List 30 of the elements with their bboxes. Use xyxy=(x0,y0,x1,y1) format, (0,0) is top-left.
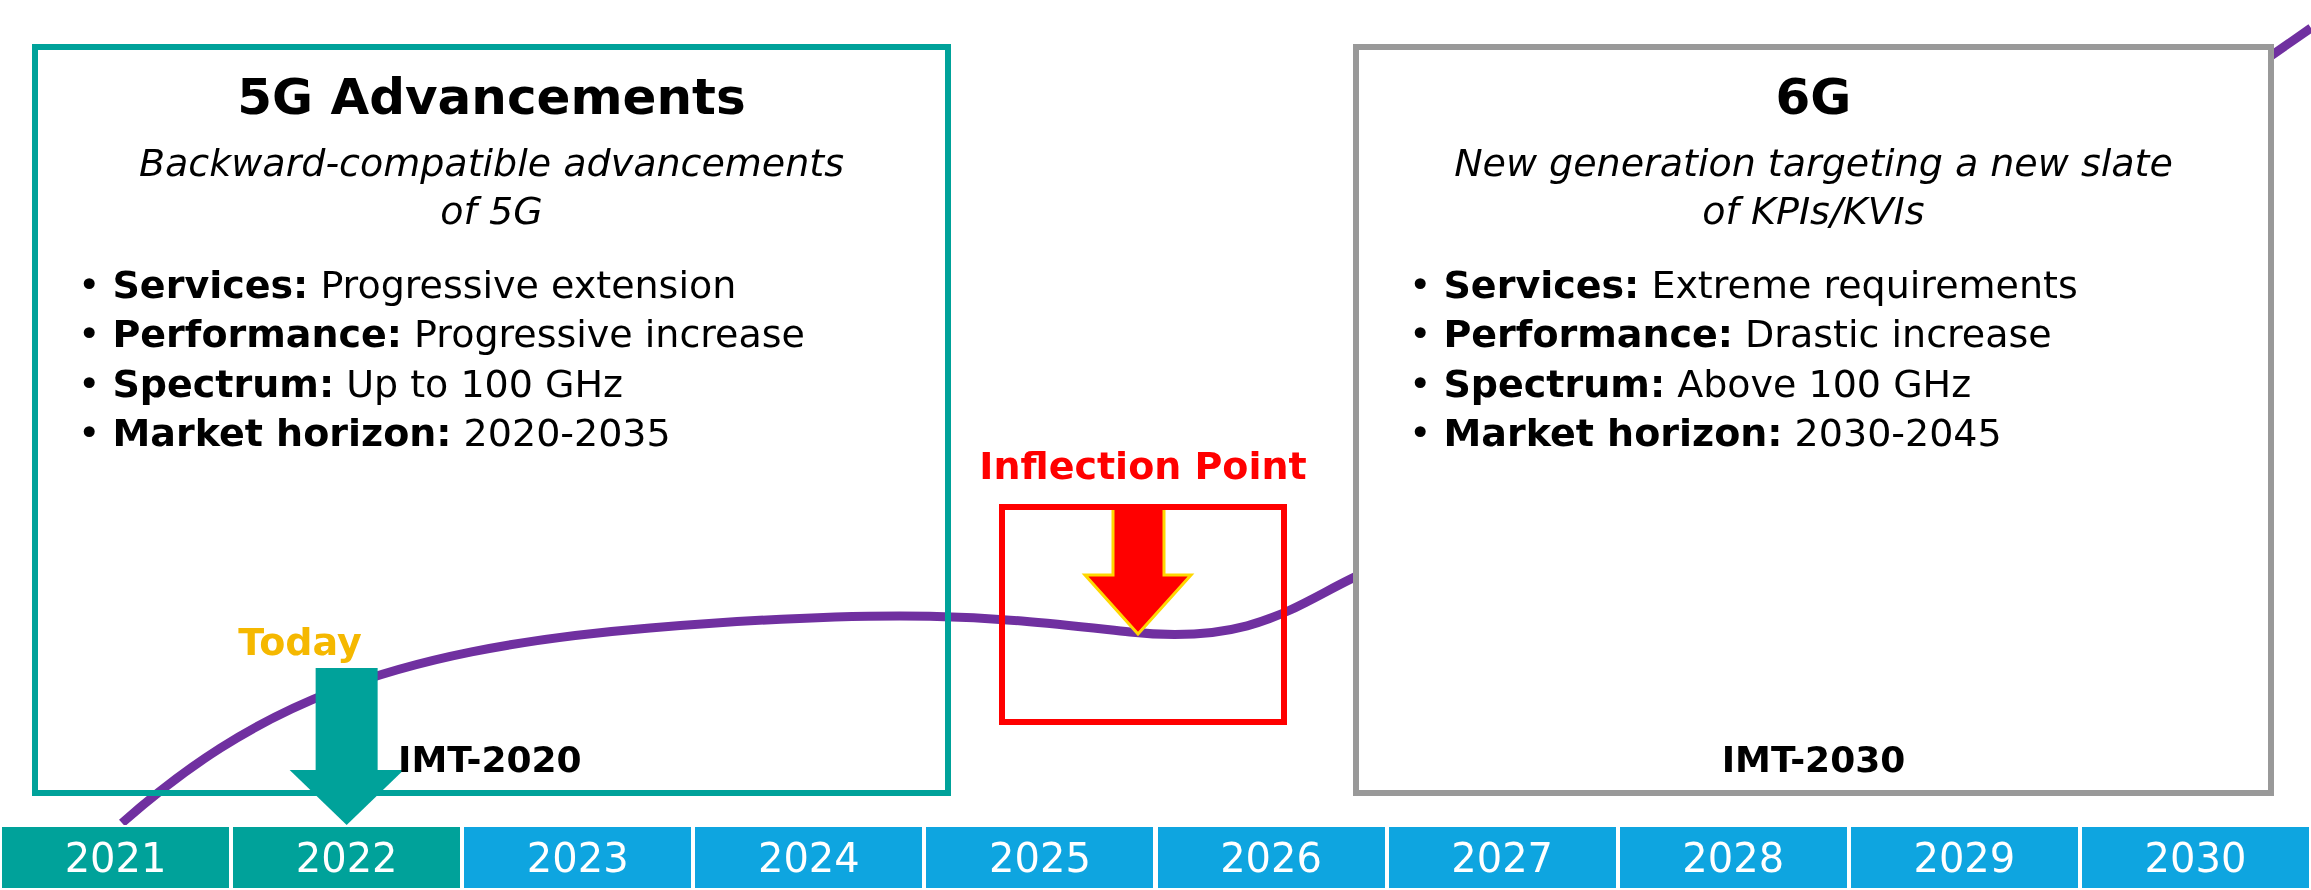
year-cell: 2025 xyxy=(924,825,1156,890)
standard-label: IMT-2030 xyxy=(1720,739,1907,780)
bullet-item: • Services: Progressive extension xyxy=(78,262,738,309)
panel-subtitle: New generation targeting a new slate of KPIs/KVIs xyxy=(1453,140,2174,235)
generation-panel xyxy=(32,44,951,796)
bullet-item: • Performance: Progressive increase xyxy=(78,311,806,359)
year-cell: 2023 xyxy=(462,825,694,890)
panel-subtitle: Backward-compatible advancements of 5G xyxy=(138,140,845,235)
bullet-item: • Spectrum: Up to 100 GHz xyxy=(78,360,625,408)
year-cell: 2022 xyxy=(231,825,463,890)
panel-title: 6G xyxy=(1775,68,1852,126)
year-cell: 2029 xyxy=(1848,825,2080,890)
arrow xyxy=(289,668,404,825)
year-cell: 2021 xyxy=(0,825,232,890)
heading-label: Inflection Point xyxy=(978,444,1308,488)
panel-title: 5G Advancements xyxy=(237,68,746,126)
bullet-item: • Spectrum: Above 100 GHz xyxy=(1409,360,1973,408)
bullet-item: • Market horizon: 2030-2045 xyxy=(1409,410,2003,458)
year-cell: 2026 xyxy=(1155,825,1387,890)
bullet-item: • Services: Extreme requirements xyxy=(1409,262,2079,309)
bullet-item: • Performance: Drastic increase xyxy=(1409,311,2053,359)
highlight-box xyxy=(999,504,1287,725)
year-cell: 2027 xyxy=(1386,825,1618,890)
standard-label: IMT-2020 xyxy=(398,739,582,780)
bullet-item: • Market horizon: 2020-2035 xyxy=(78,410,672,458)
year-cell: 2024 xyxy=(693,825,925,890)
year-cell: 2030 xyxy=(2079,825,2311,890)
today-label: Today xyxy=(225,620,375,664)
generation-panel xyxy=(1353,44,2274,796)
year-cell: 2028 xyxy=(1617,825,1849,890)
